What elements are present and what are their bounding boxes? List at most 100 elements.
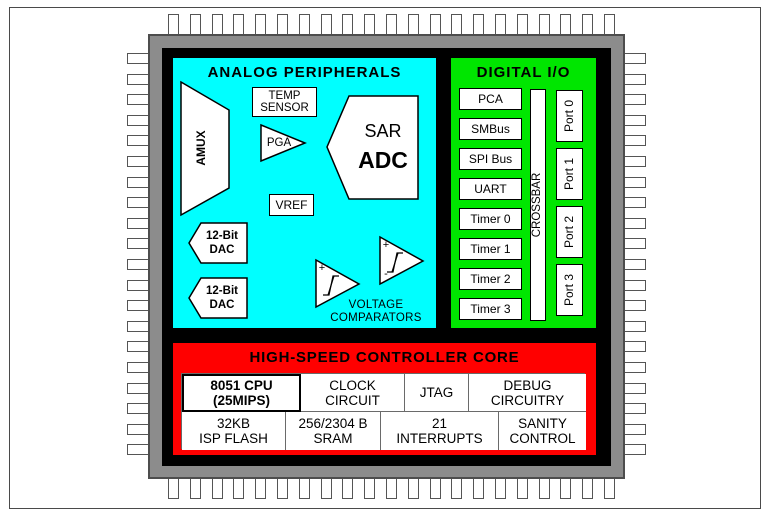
sram-block: 256/2304 B SRAM: [286, 412, 381, 450]
sram-line2: SRAM: [313, 431, 353, 446]
pin: [386, 478, 397, 499]
pin: [320, 478, 332, 499]
pin: [560, 14, 572, 35]
analog-peripherals-block: ANALOG PERIPHERALS AMUX TEMP SENSOR PGA …: [173, 58, 436, 328]
pin: [127, 423, 149, 435]
digital-block-7: Timer 3: [459, 298, 522, 320]
amux-shape: [180, 80, 230, 217]
pin: [473, 478, 485, 499]
pin: [624, 444, 646, 456]
sanity-control-block: SANITY CONTROL: [499, 412, 586, 450]
pin: [624, 279, 646, 291]
clock-line2: CIRCUIT: [325, 392, 380, 408]
cpu-block: 8051 CPU (25MIPS): [182, 374, 301, 412]
pin: [473, 14, 485, 35]
pin: [233, 14, 245, 35]
pin: [127, 300, 149, 312]
pin: [127, 403, 149, 415]
pin: [407, 14, 419, 35]
controller-core-title: HIGH-SPEED CONTROLLER CORE: [249, 348, 520, 366]
dac-2-line2: DAC: [209, 299, 235, 311]
pin: [127, 279, 149, 291]
pin: [277, 478, 288, 499]
digital-block-2: SPI Bus: [459, 148, 522, 170]
pin: [407, 478, 419, 499]
digital-block-3: UART: [459, 178, 522, 200]
vref-block: VREF: [269, 194, 314, 216]
pin: [127, 94, 149, 106]
digital-block-label: Timer 3: [470, 302, 511, 316]
analog-peripherals-title: ANALOG PERIPHERALS: [207, 63, 402, 81]
pin: [624, 114, 646, 126]
pin: [624, 382, 646, 394]
debug-line1: DEBUG: [503, 377, 552, 393]
interrupts-block: 21 INTERRUPTS: [381, 412, 499, 450]
pin: [516, 14, 528, 35]
diagram-frame: [9, 7, 761, 509]
dac-1-line1: 12-Bit: [206, 230, 238, 242]
debug-circuitry-block: DEBUG CIRCUITRY: [469, 374, 586, 412]
voltage-comparators-line1: VOLTAGE: [348, 299, 404, 311]
crossbar-label: CROSSBAR: [531, 172, 543, 238]
pin: [624, 94, 646, 106]
cpu-line2: (25MIPS): [212, 393, 270, 408]
digital-block-label: SPI Bus: [468, 152, 513, 166]
voltage-comparators-line2: COMPARATORS: [330, 312, 422, 324]
pin: [624, 156, 646, 167]
pin: [127, 444, 149, 456]
pin: [451, 478, 463, 499]
crossbar-block: CROSSBAR: [530, 89, 546, 321]
pin: [189, 478, 201, 499]
digital-block-label: Timer 0: [470, 212, 511, 226]
jtag-label: JTAG: [419, 385, 454, 400]
port-0: Port 0: [556, 90, 583, 142]
pga-label: PGA: [266, 137, 292, 149]
dac-1-line2: DAC: [209, 244, 235, 256]
comparator-2-minus: -: [384, 268, 388, 280]
pga-shape: [260, 123, 307, 163]
pin: [255, 478, 267, 499]
temp-sensor-block: TEMP SENSOR: [252, 87, 317, 117]
comparator-2-shape: [379, 235, 425, 286]
pin: [127, 341, 149, 353]
pin: [624, 362, 646, 373]
digital-block-5: Timer 1: [459, 238, 522, 260]
pin: [604, 14, 615, 35]
voltage-comparators-label: VOLTAGE COMPARATORS: [321, 298, 431, 326]
dac-2-shape: [188, 277, 248, 319]
isp-flash-block: 32KB ISP FLASH: [182, 412, 286, 450]
port-label: Port 1: [562, 158, 576, 191]
sar-label: SAR: [364, 120, 402, 141]
digital-io-title: DIGITAL I/O: [476, 63, 571, 81]
pin: [127, 135, 149, 147]
port-1: Port 1: [556, 148, 583, 200]
port-2: Port 2: [556, 206, 583, 258]
pin: [298, 478, 310, 499]
debug-line2: CIRCUITRY: [490, 392, 565, 408]
pin: [127, 73, 149, 85]
sanity-line1: SANITY: [518, 416, 567, 431]
core-grid: 8051 CPU (25MIPS) CLOCK CIRCUIT JTAG DEB…: [181, 373, 586, 450]
pin: [624, 259, 646, 270]
pin: [451, 14, 463, 35]
digital-block-1: SMBus: [459, 118, 522, 140]
pin: [538, 478, 550, 499]
pin: [211, 478, 223, 499]
pin: [364, 478, 376, 499]
pin: [624, 73, 646, 85]
dac-1-label: 12-Bit DAC: [199, 226, 245, 260]
pin: [604, 478, 615, 499]
amux-label: AMUX: [194, 130, 208, 166]
vref-label: VREF: [275, 198, 308, 212]
pin: [277, 14, 288, 35]
interrupts-line1: 21: [431, 416, 448, 431]
pin: [582, 14, 594, 35]
pin: [624, 217, 646, 229]
pin: [624, 135, 646, 147]
pin: [624, 238, 646, 250]
pin: [127, 53, 149, 64]
pin: [189, 14, 201, 35]
clock-line1: CLOCK: [329, 377, 376, 393]
comparator-2-plus: +: [382, 239, 390, 251]
